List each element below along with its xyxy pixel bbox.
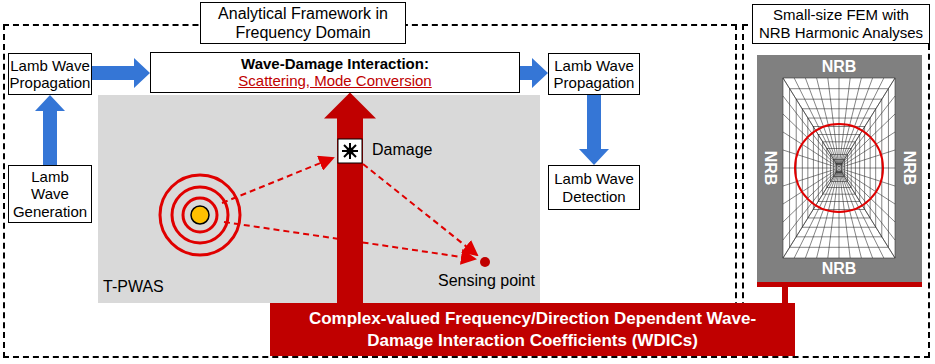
flow-arrow [520, 58, 548, 88]
damage-box [338, 139, 362, 163]
part-label: Damage [372, 141, 432, 159]
mesh-line [783, 150, 837, 167]
boundary-label: NRB [822, 261, 857, 277]
mesh-line [839, 171, 840, 258]
flow-arrow [782, 282, 788, 303]
mesh-line [805, 78, 838, 165]
mesh-line [783, 170, 837, 240]
star-ray [344, 145, 356, 157]
mesh-line [840, 171, 883, 258]
mesh-line [828, 78, 839, 165]
flow-arrow [92, 58, 150, 88]
process-box: Wave-Damage Interaction:Scattering, Mode… [150, 52, 520, 93]
box-label: Lamb Wave Detection [552, 170, 636, 205]
fem-mesh [783, 78, 895, 258]
boundary-label: NRB [901, 151, 917, 186]
mesh-line [783, 132, 837, 167]
mesh-line [841, 171, 895, 258]
wave-path [222, 158, 333, 203]
mesh-line [817, 171, 839, 258]
mesh-line [783, 168, 837, 169]
boundary-region: NRB NRB NRB NRB [757, 55, 922, 282]
flow-arrow [324, 93, 376, 304]
mesh-line [783, 171, 837, 258]
mesh-line [841, 132, 895, 167]
star-core [347, 148, 354, 155]
damage-star [342, 143, 358, 159]
mesh-ring [783, 78, 895, 258]
mesh-line [839, 78, 840, 165]
process-box: Lamb Wave Propagation [548, 53, 640, 95]
red-bar [757, 282, 922, 287]
panel-heading: Analytical Framework in Frequency Domain [200, 2, 406, 44]
box-label: Scattering, Mode Conversion [238, 72, 431, 89]
mesh-line [794, 78, 837, 165]
wave-ring [183, 198, 217, 232]
mesh-region [783, 78, 895, 258]
mesh-ring [838, 167, 840, 170]
mesh-line [841, 170, 895, 240]
box-label: Complex-valued Frequency/Direction Depen… [308, 308, 757, 351]
star-ray [344, 145, 356, 157]
mesh-line [783, 169, 837, 204]
mesh-line [840, 78, 862, 165]
sensing-dot [480, 257, 490, 267]
mesh-line [794, 171, 837, 258]
part-label: Sensing point [438, 272, 535, 290]
process-box: Lamb Wave Generation [8, 165, 92, 223]
process-box: Lamb Wave Detection [548, 165, 640, 210]
mesh-line [840, 78, 883, 165]
mesh-line [841, 96, 895, 166]
part-label: T-PWAS [103, 278, 164, 296]
mesh-line [841, 171, 895, 258]
nrb-region [757, 55, 922, 282]
box-heading: Wave-Damage Interaction: [241, 55, 429, 72]
result-box: Complex-valued Frequency/Direction Depen… [270, 303, 795, 356]
mesh-line [817, 78, 839, 165]
flow-arrow [579, 95, 609, 165]
process-box: Lamb Wave Propagation [8, 53, 92, 95]
flow-arrow [35, 95, 65, 165]
wave-ring [160, 175, 240, 255]
box-label: Lamb Wave Propagation [10, 57, 91, 92]
mesh-line [841, 168, 895, 169]
boundary-label: NRB [762, 151, 778, 186]
wave-ring [172, 187, 228, 243]
box-label: Lamb Wave Propagation [552, 57, 636, 92]
mesh-line [841, 169, 895, 204]
mesh-line [840, 171, 862, 258]
mesh-line [783, 96, 837, 166]
boundary-label: NRB [822, 59, 857, 75]
mesh-line [841, 78, 895, 165]
transducer [191, 206, 209, 224]
plate [98, 95, 540, 303]
panel-heading: Small-size FEM with NRB Harmonic Analyse… [752, 4, 930, 44]
wave-path [363, 164, 477, 255]
mesh-circle [795, 124, 883, 212]
box-label: Lamb Wave Generation [12, 168, 88, 220]
